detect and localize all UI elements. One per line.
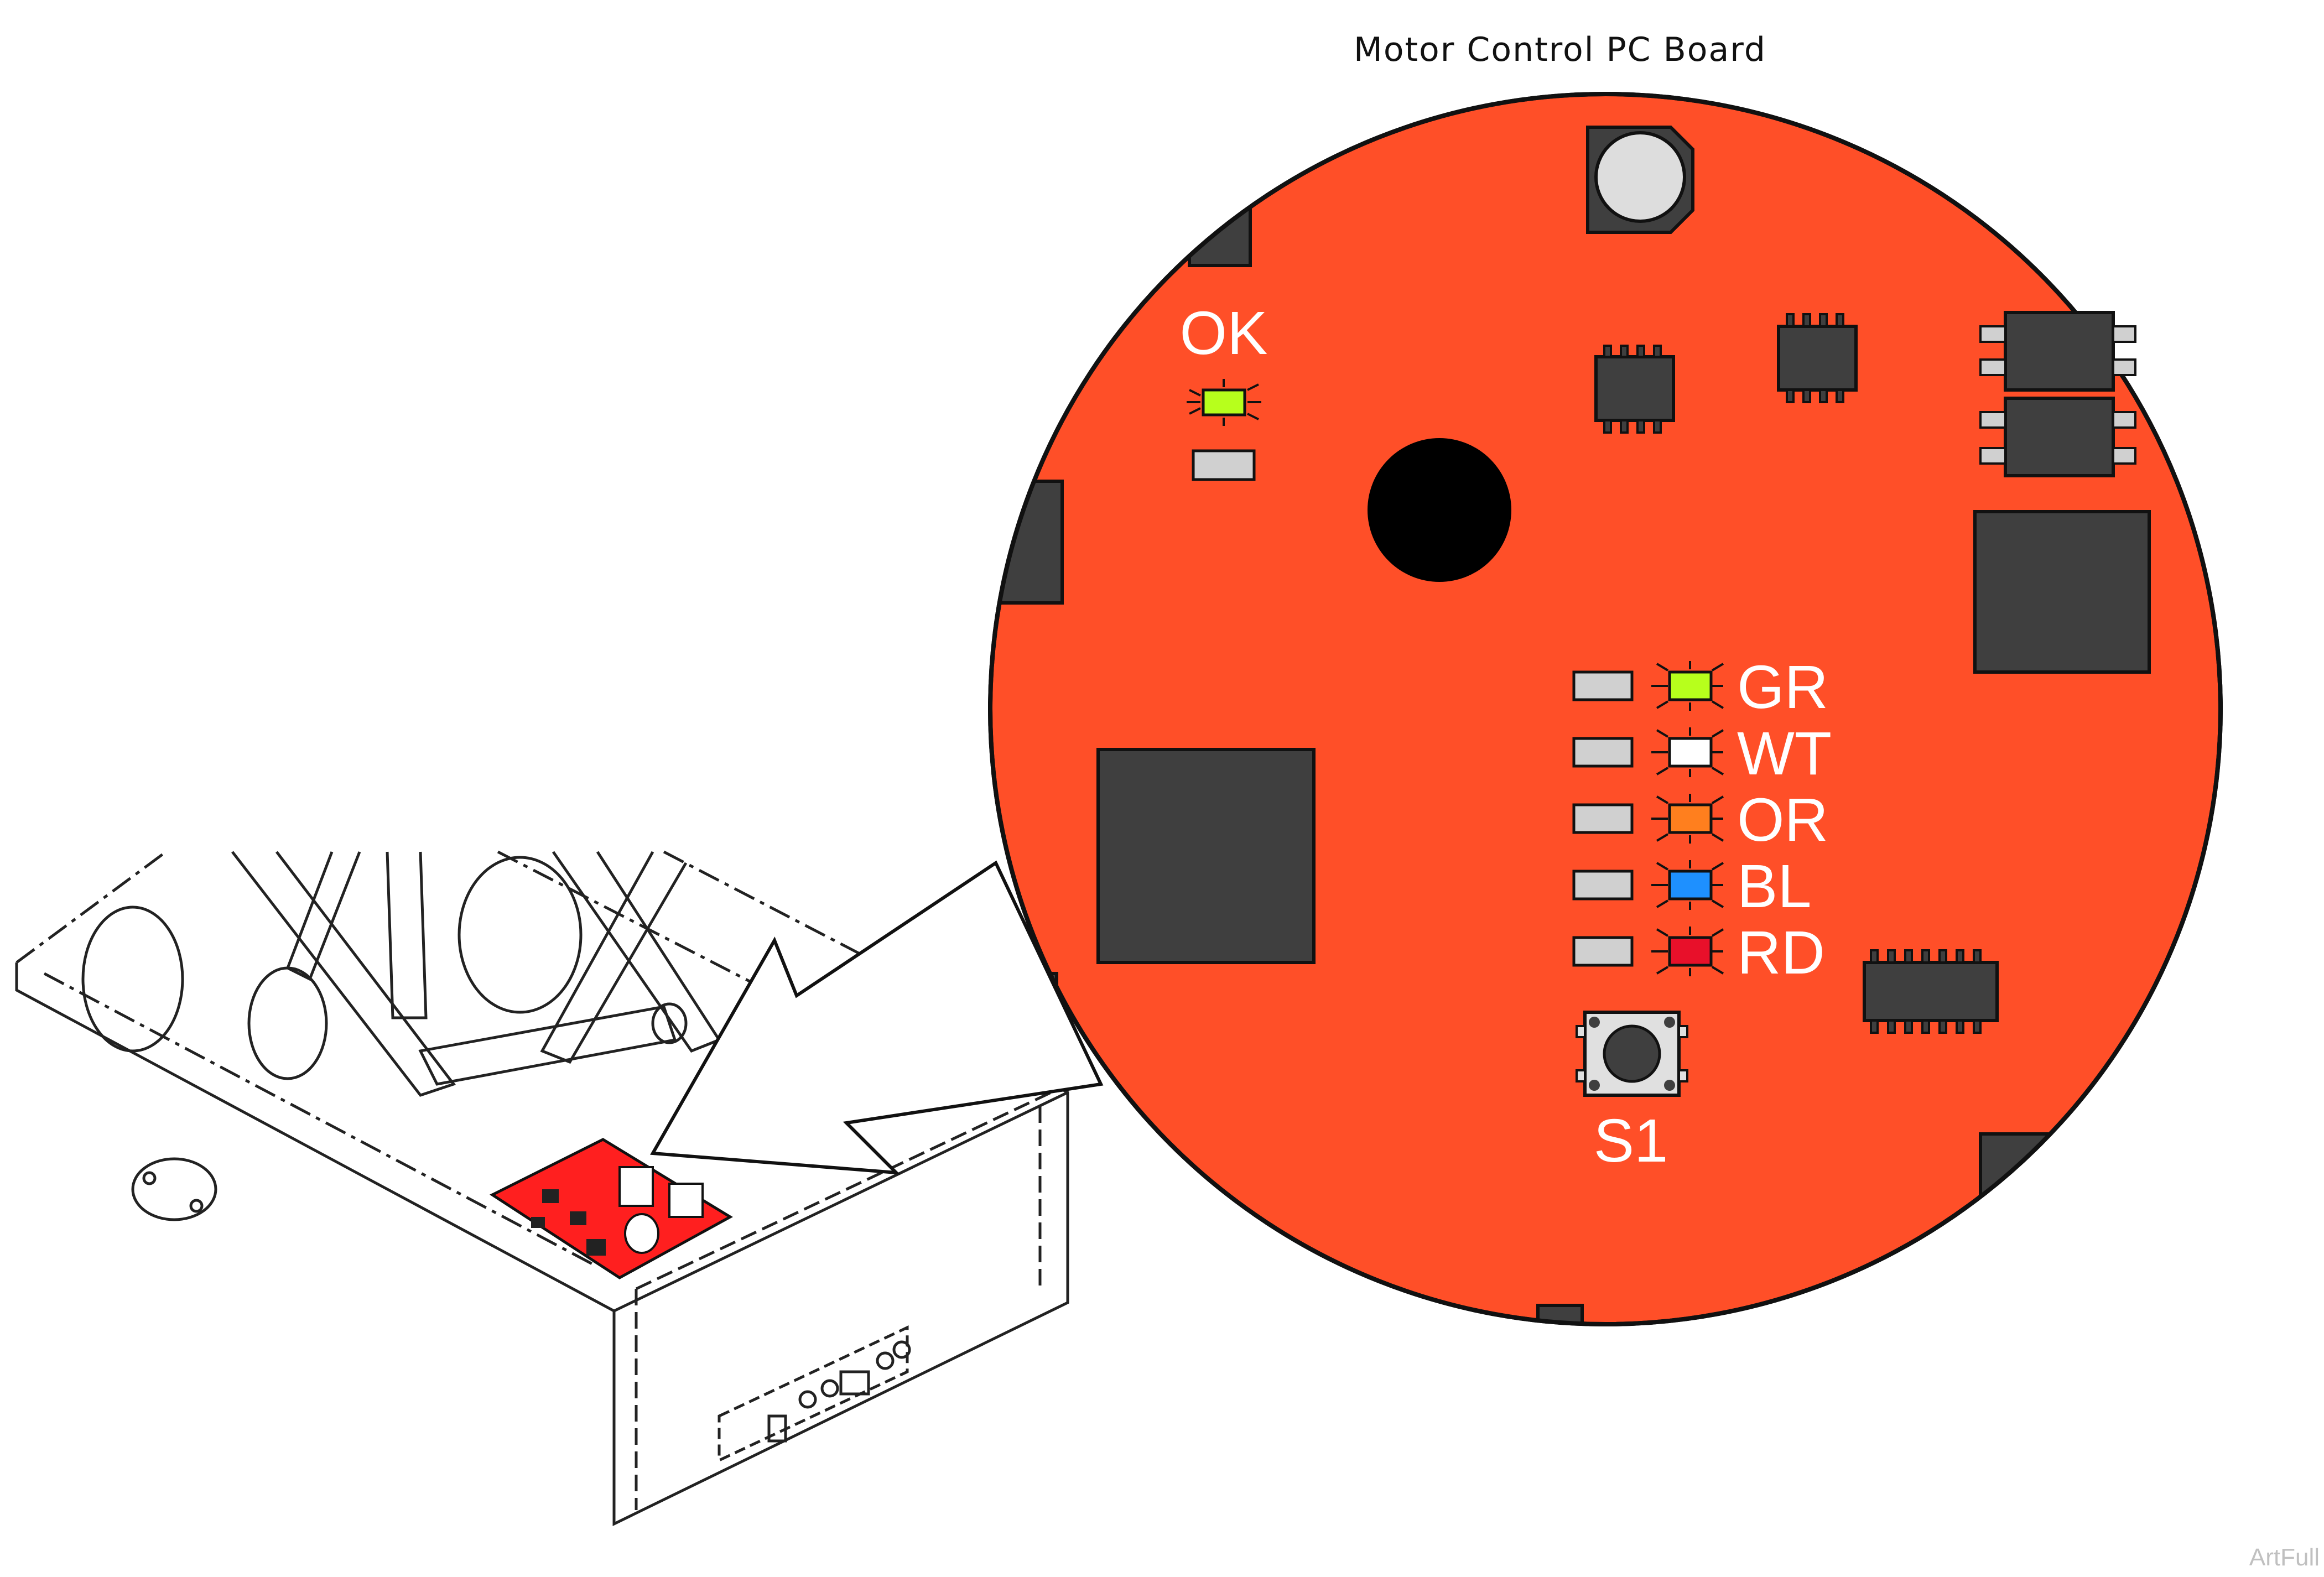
status-led-row: RD <box>1572 919 1825 987</box>
mounting-hole <box>1368 438 1511 582</box>
led-pad <box>1572 936 1634 967</box>
large-chip <box>1096 748 1316 964</box>
large-chip <box>1973 510 2151 674</box>
ok-led-group: OK <box>1180 299 1268 481</box>
pc-board-thumbnail <box>489 1138 733 1279</box>
led-pad <box>1572 870 1634 901</box>
ic-chip <box>1863 949 1999 1034</box>
status-led-row: BL <box>1572 852 1812 920</box>
status-led-row: OR <box>1572 786 1828 854</box>
ok-led-pad <box>1192 449 1256 481</box>
ic-chip <box>1777 313 1858 403</box>
status-led <box>1668 737 1713 768</box>
status-led-label: BL <box>1737 852 1812 920</box>
led-pad <box>1572 803 1634 834</box>
chair-base-illustration <box>15 850 1069 1527</box>
diagram-title: Motor Control PC Board <box>1354 30 1766 69</box>
led-pad <box>1572 737 1634 768</box>
s1-switch-label: S1 <box>1594 1107 1668 1175</box>
transistor <box>1979 397 2136 477</box>
watermark: ArtFull <box>2249 1544 2320 1571</box>
ic-chip <box>1594 345 1675 434</box>
s1-switch-group: S1 <box>1576 1011 1688 1175</box>
status-led-row: WT <box>1572 720 1832 788</box>
status-led <box>1668 803 1713 834</box>
transistor <box>1979 311 2136 392</box>
ok-led-label: OK <box>1180 299 1268 367</box>
led-pad <box>1572 670 1634 701</box>
capacitor <box>1586 126 1694 234</box>
status-led-row: GR <box>1572 653 1828 721</box>
status-led-label: WT <box>1737 720 1832 788</box>
status-led <box>1668 870 1713 901</box>
status-led <box>1668 670 1713 701</box>
callout-arrow <box>650 860 1104 1175</box>
status-led-label: RD <box>1737 919 1825 987</box>
status-led-label: OR <box>1737 786 1828 854</box>
status-led-label: GR <box>1737 653 1828 721</box>
status-led <box>1668 936 1713 967</box>
edge-component <box>990 480 1064 605</box>
edge-component <box>1979 1132 2071 1246</box>
s1-switch-button[interactable] <box>1603 1024 1661 1083</box>
ok-led <box>1202 388 1246 417</box>
